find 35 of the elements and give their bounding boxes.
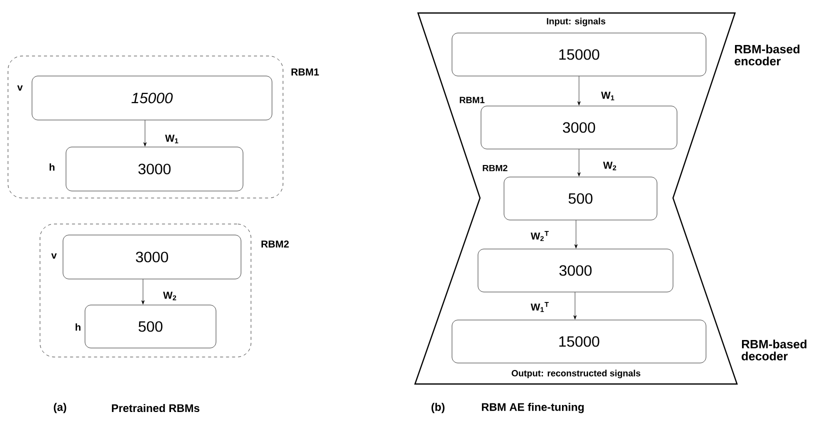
side-label: RBM-based encoder <box>734 44 800 66</box>
layer-box: 15000 <box>452 320 706 364</box>
text-label: Output: reconstructed signals <box>512 370 640 378</box>
side-label: RBM-based decoder <box>742 340 806 360</box>
layer-label: h <box>76 323 80 331</box>
layer-box: 15000 <box>32 76 272 120</box>
layer-label: v <box>51 253 57 259</box>
layer-box: 500 <box>84 304 216 348</box>
arrow <box>143 120 147 146</box>
caption: (b) <box>432 402 444 414</box>
layer-box: 3000 <box>62 234 242 280</box>
edge-label: W$_{1}$ <box>601 92 614 100</box>
arrow <box>574 220 578 248</box>
layer-box: 3000 <box>480 106 678 150</box>
caption: RBM AE fine-tuning <box>482 402 584 414</box>
text-label: RBM1 <box>460 96 484 104</box>
group-label: RBM1 <box>292 68 319 76</box>
layer-label: h <box>50 163 54 171</box>
group-label: RBM2 <box>262 240 289 248</box>
arrow <box>141 279 145 304</box>
layer-label: v <box>17 85 23 91</box>
layer-box: 15000 <box>452 32 706 76</box>
layer-box: 500 <box>504 176 658 220</box>
text-label: RBM2 <box>482 164 508 172</box>
arrow <box>577 149 581 176</box>
edge-label: W$_{2}$ <box>163 292 176 300</box>
arrow <box>577 76 581 106</box>
text-label: Input: signals <box>546 18 606 26</box>
edge-label: W$_{1}$ <box>165 134 178 144</box>
edge-label: W$_{2}$ <box>603 162 616 170</box>
arrow <box>573 292 577 320</box>
caption: Pretrained RBMs <box>112 404 200 412</box>
layer-box: 3000 <box>66 146 244 192</box>
caption: (a) <box>54 402 66 414</box>
layer-box: 3000 <box>478 248 674 292</box>
